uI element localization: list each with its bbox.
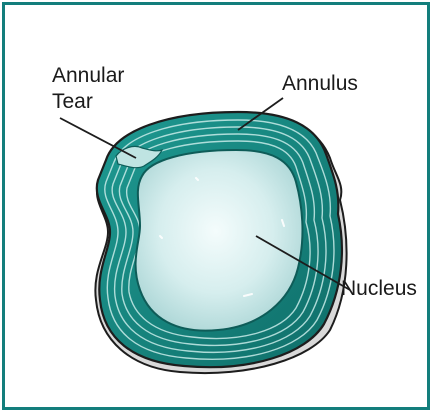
annulus-label: Annulus [282, 72, 358, 96]
annular-tear-label-line2: Tear [52, 90, 93, 114]
annular-tear-label-line1: Annular [52, 64, 124, 88]
nucleus [136, 150, 303, 331]
nucleus-label: Nucleus [341, 277, 417, 301]
